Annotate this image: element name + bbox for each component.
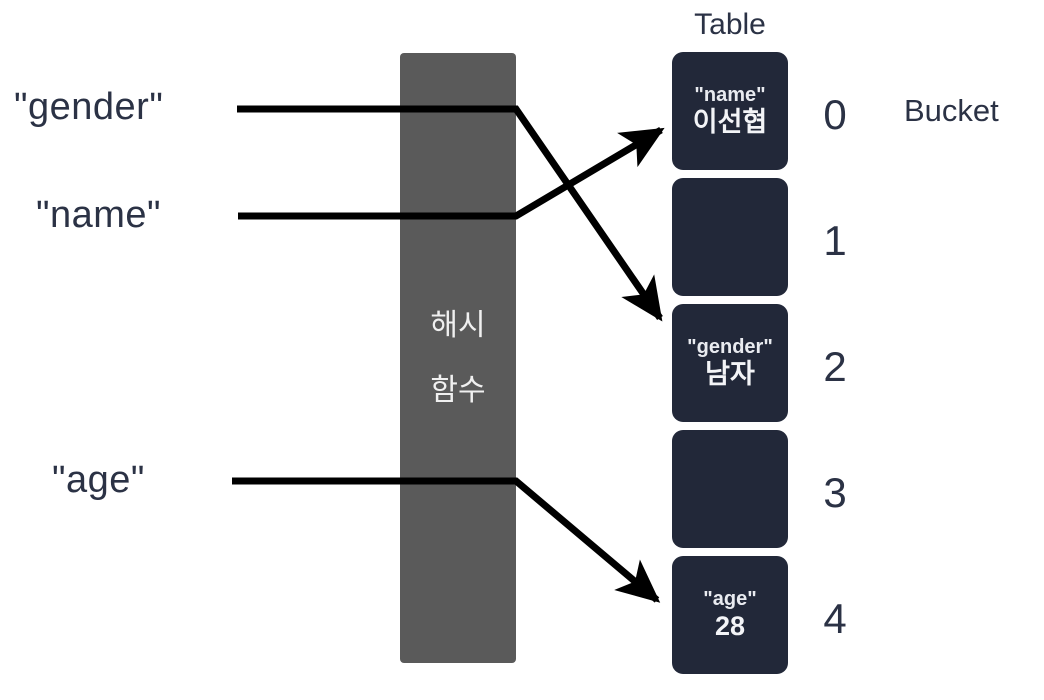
table-cell-bucket-4: "age" 28 xyxy=(672,556,788,674)
cell-key: "age" xyxy=(703,588,757,611)
bucket-legend-label: Bucket xyxy=(904,93,999,128)
table-cell-bucket-2: "gender" 남자 xyxy=(672,304,788,422)
table-cell-bucket-1 xyxy=(672,178,788,296)
input-key-name: "name" xyxy=(36,194,162,236)
bucket-index-3: 3 xyxy=(823,469,847,516)
hash-function-label: 해시 함수 xyxy=(400,53,516,663)
bucket-index-2: 2 xyxy=(823,343,847,390)
input-key-age: "age" xyxy=(52,459,145,501)
table-cell-bucket-0: "name" 이선협 xyxy=(672,52,788,170)
bucket-index-1: 1 xyxy=(823,217,847,264)
cell-value: 이선협 xyxy=(692,107,768,138)
hash-function-label-line1: 해시 xyxy=(430,308,486,342)
hash-syllable: 해시 xyxy=(430,308,486,342)
bucket-index-4: 4 xyxy=(823,595,847,642)
hash-function-label-line2: 함수 xyxy=(430,375,485,407)
table-cell-bucket-3 xyxy=(672,430,788,548)
bucket-index-0: 0 xyxy=(823,91,847,138)
hash-syllable: 함수 xyxy=(430,374,486,407)
hash-function-box: 해시 함수 xyxy=(400,53,516,663)
cell-key: "gender" xyxy=(687,336,773,359)
cell-key: "name" xyxy=(694,84,766,107)
input-key-gender: "gender" xyxy=(14,86,164,128)
table-title: Table xyxy=(694,8,766,41)
cell-value: 남자 xyxy=(705,359,755,390)
cell-value: 28 xyxy=(714,611,746,642)
